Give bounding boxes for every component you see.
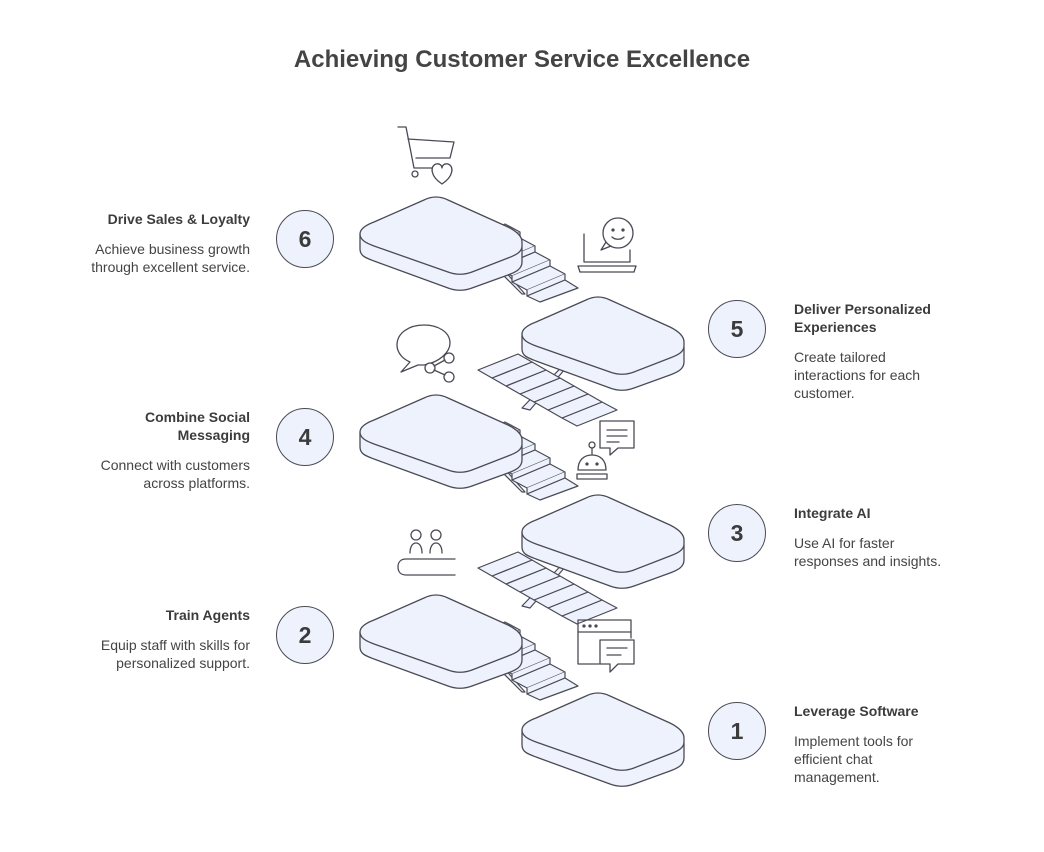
step-6-description: Achieve business growth through excellen… — [91, 241, 250, 275]
platform-2 — [359, 594, 523, 689]
step-5-text: Deliver Personalized Experiences Create … — [794, 300, 964, 402]
laptop-smiley-icon — [577, 217, 637, 273]
software-chat-icon — [577, 619, 635, 673]
step-number-4: 4 — [276, 408, 334, 466]
ai-robot-chat-icon — [576, 420, 635, 480]
step-number-5: 5 — [708, 300, 766, 358]
step-4-text: Combine Social Messaging Connect with cu… — [60, 408, 250, 492]
step-5-description: Create tailored interactions for each cu… — [794, 349, 921, 401]
step-number-1: 1 — [708, 702, 766, 760]
step-2-description: Equip staff with skills for personalized… — [100, 637, 250, 671]
step-5-heading: Deliver Personalized Experiences — [794, 301, 931, 335]
step-number-3: 3 — [708, 504, 766, 562]
platform-1 — [521, 692, 685, 787]
platform-6 — [359, 196, 523, 291]
step-3-description: Use AI for faster responses and insights… — [794, 535, 942, 569]
step-4-description: Connect with customers across platforms. — [100, 457, 250, 491]
step-3-heading: Integrate AI — [794, 505, 871, 521]
step-3-text: Integrate AI Use AI for faster responses… — [794, 504, 964, 570]
cart-heart-icon — [397, 126, 455, 185]
step-4-heading: Combine Social Messaging — [144, 409, 250, 443]
step-1-text: Leverage Software Implement tools for ef… — [794, 702, 964, 786]
platform-4 — [359, 394, 523, 489]
social-share-chat-icon — [396, 324, 455, 383]
step-1-description: Implement tools for efficient chat manag… — [794, 733, 914, 785]
step-6-heading: Drive Sales & Loyalty — [107, 211, 250, 227]
step-1-heading: Leverage Software — [794, 703, 919, 719]
page-title: Achieving Customer Service Excellence — [293, 46, 751, 73]
step-6-text: Drive Sales & Loyalty Achieve business g… — [60, 210, 250, 276]
step-number-6: 6 — [276, 210, 334, 268]
training-agents-icon — [397, 529, 456, 576]
step-2-heading: Train Agents — [165, 607, 250, 623]
step-2-text: Train Agents Equip staff with skills for… — [60, 606, 250, 672]
step-number-2: 2 — [276, 606, 334, 664]
